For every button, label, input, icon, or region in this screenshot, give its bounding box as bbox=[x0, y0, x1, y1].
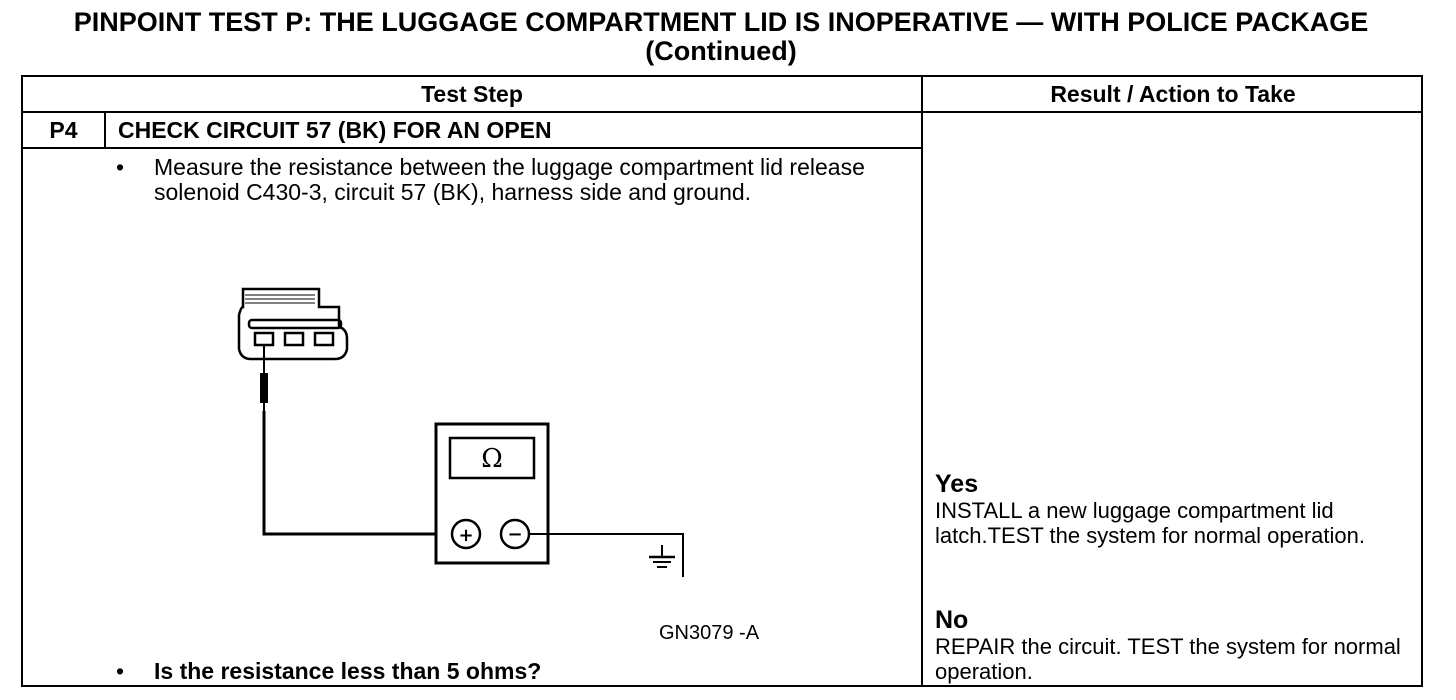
meter-symbol: Ω bbox=[481, 444, 503, 474]
step-title: CHECK CIRCUIT 57 (BK) FOR AN OPEN bbox=[118, 117, 552, 143]
connector-c430-icon bbox=[237, 287, 349, 361]
result-no-action: REPAIR the circuit. TEST the system for … bbox=[935, 634, 1401, 684]
bullet-icon: • bbox=[116, 658, 125, 684]
result-yes-label: Yes bbox=[935, 470, 979, 498]
result-yes-action: INSTALL a new luggage compartment lid la… bbox=[935, 498, 1365, 548]
positive-symbol: + bbox=[458, 525, 473, 546]
wiring-diagram: Ω + − bbox=[237, 287, 684, 577]
page-title-line1: PINPOINT TEST P: THE LUGGAGE COMPARTMENT… bbox=[73, 7, 1369, 37]
header-divider bbox=[23, 111, 1421, 113]
column-divider bbox=[921, 77, 923, 685]
pinpoint-test-table: Test Step Result / Action to Take P4 CHE… bbox=[21, 75, 1423, 687]
step-title-divider bbox=[23, 147, 923, 149]
header-result-action: Result / Action to Take bbox=[1050, 81, 1296, 107]
page-title: PINPOINT TEST P: THE LUGGAGE COMPARTMENT… bbox=[0, 8, 1442, 66]
bullet-icon: • bbox=[116, 154, 125, 180]
probe-icon bbox=[260, 345, 268, 411]
negative-symbol: − bbox=[507, 524, 522, 545]
step-question: Is the resistance less than 5 ohms? bbox=[154, 658, 542, 684]
ground-symbol-icon bbox=[649, 545, 675, 568]
page-title-line2: (Continued) bbox=[645, 36, 797, 66]
positive-lead bbox=[262, 411, 452, 536]
step-id: P4 bbox=[49, 117, 78, 143]
step-id-divider bbox=[104, 113, 106, 147]
ohmmeter-icon bbox=[434, 422, 550, 565]
step-instruction: Measure the resistance between the lugga… bbox=[154, 154, 865, 205]
header-test-step: Test Step bbox=[421, 81, 523, 107]
result-no-label: No bbox=[935, 606, 969, 634]
figure-id: GN3079 -A bbox=[659, 622, 760, 644]
